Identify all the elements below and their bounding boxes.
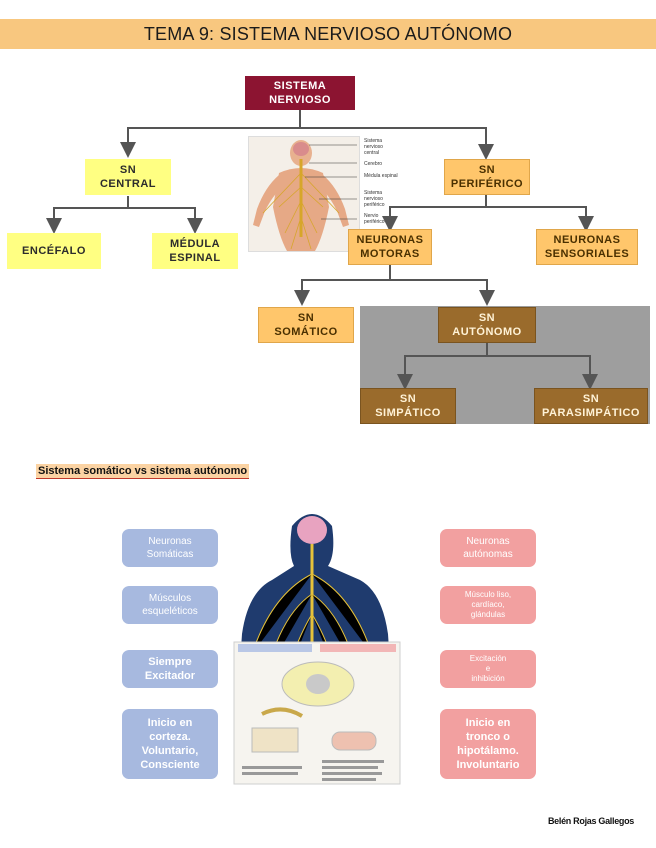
figure-label: nervioso xyxy=(364,196,383,202)
somatic-origin-pill: Inicio en corteza. Voluntario, Conscient… xyxy=(122,709,218,779)
autonomic-neurons-pill: Neuronas autónomas xyxy=(440,529,536,567)
node-encefalo: ENCÉFALO xyxy=(7,233,101,269)
page-title: TEMA 9: SISTEMA NERVIOSO AUTÓNOMO xyxy=(0,19,656,49)
somatic-neurons-pill: Neuronas Somáticas xyxy=(122,529,218,567)
node-sn-somatico: SN SOMÁTICO xyxy=(258,307,354,343)
node-medula-espinal: MÉDULA ESPINAL xyxy=(152,233,238,269)
figure-label: Médula espinal xyxy=(364,173,398,179)
figure-label: Nervio xyxy=(364,213,379,219)
figure-label: central xyxy=(364,150,379,156)
node-sn-periferico: SN PERIFÉRICO xyxy=(444,159,530,195)
node-neuronas-sensoriales: NEURONAS SENSORIALES xyxy=(536,229,638,265)
figure-label: Cerebro xyxy=(364,161,382,167)
somatic-vs-autonomic-figure xyxy=(232,504,402,786)
node-sn-autonomo: SN AUTÓNOMO xyxy=(438,307,536,343)
nervous-system-figure xyxy=(248,136,360,252)
tree-connectors xyxy=(46,110,598,390)
somatic-muscles-pill: Músculos esqueléticos xyxy=(122,586,218,624)
figure-label: Sistema xyxy=(364,190,382,196)
somatic-effect-pill: Siempre Excitador xyxy=(122,650,218,688)
figure-label: periférico xyxy=(364,219,385,225)
section-title: Sistema somático vs sistema autónomo xyxy=(36,464,250,479)
figure-label: nervioso xyxy=(364,144,383,150)
node-sistema-nervioso: SISTEMA NERVIOSO xyxy=(245,76,355,110)
figure-labels: Sistema nervioso central Cerebro Médula … xyxy=(364,138,398,225)
node-sn-central: SN CENTRAL xyxy=(85,159,171,195)
node-neuronas-motoras: NEURONAS MOTORAS xyxy=(348,229,432,265)
figure-label: Sistema xyxy=(364,138,382,144)
autonomic-effect-pill: Excitación e inhibición xyxy=(440,650,536,688)
node-sn-parasimpatico: SN PARASIMPÁTICO xyxy=(534,388,648,424)
node-sn-simpatico: SN SIMPÁTICO xyxy=(360,388,456,424)
autonomic-effectors-pill: Músculo liso, cardíaco, glándulas xyxy=(440,586,536,624)
author-signature: Belén Rojas Gallegos xyxy=(547,816,634,826)
figure-label: periférico xyxy=(364,202,385,208)
autonomic-origin-pill: Inicio en tronco o hipotálamo. Involunta… xyxy=(440,709,536,779)
